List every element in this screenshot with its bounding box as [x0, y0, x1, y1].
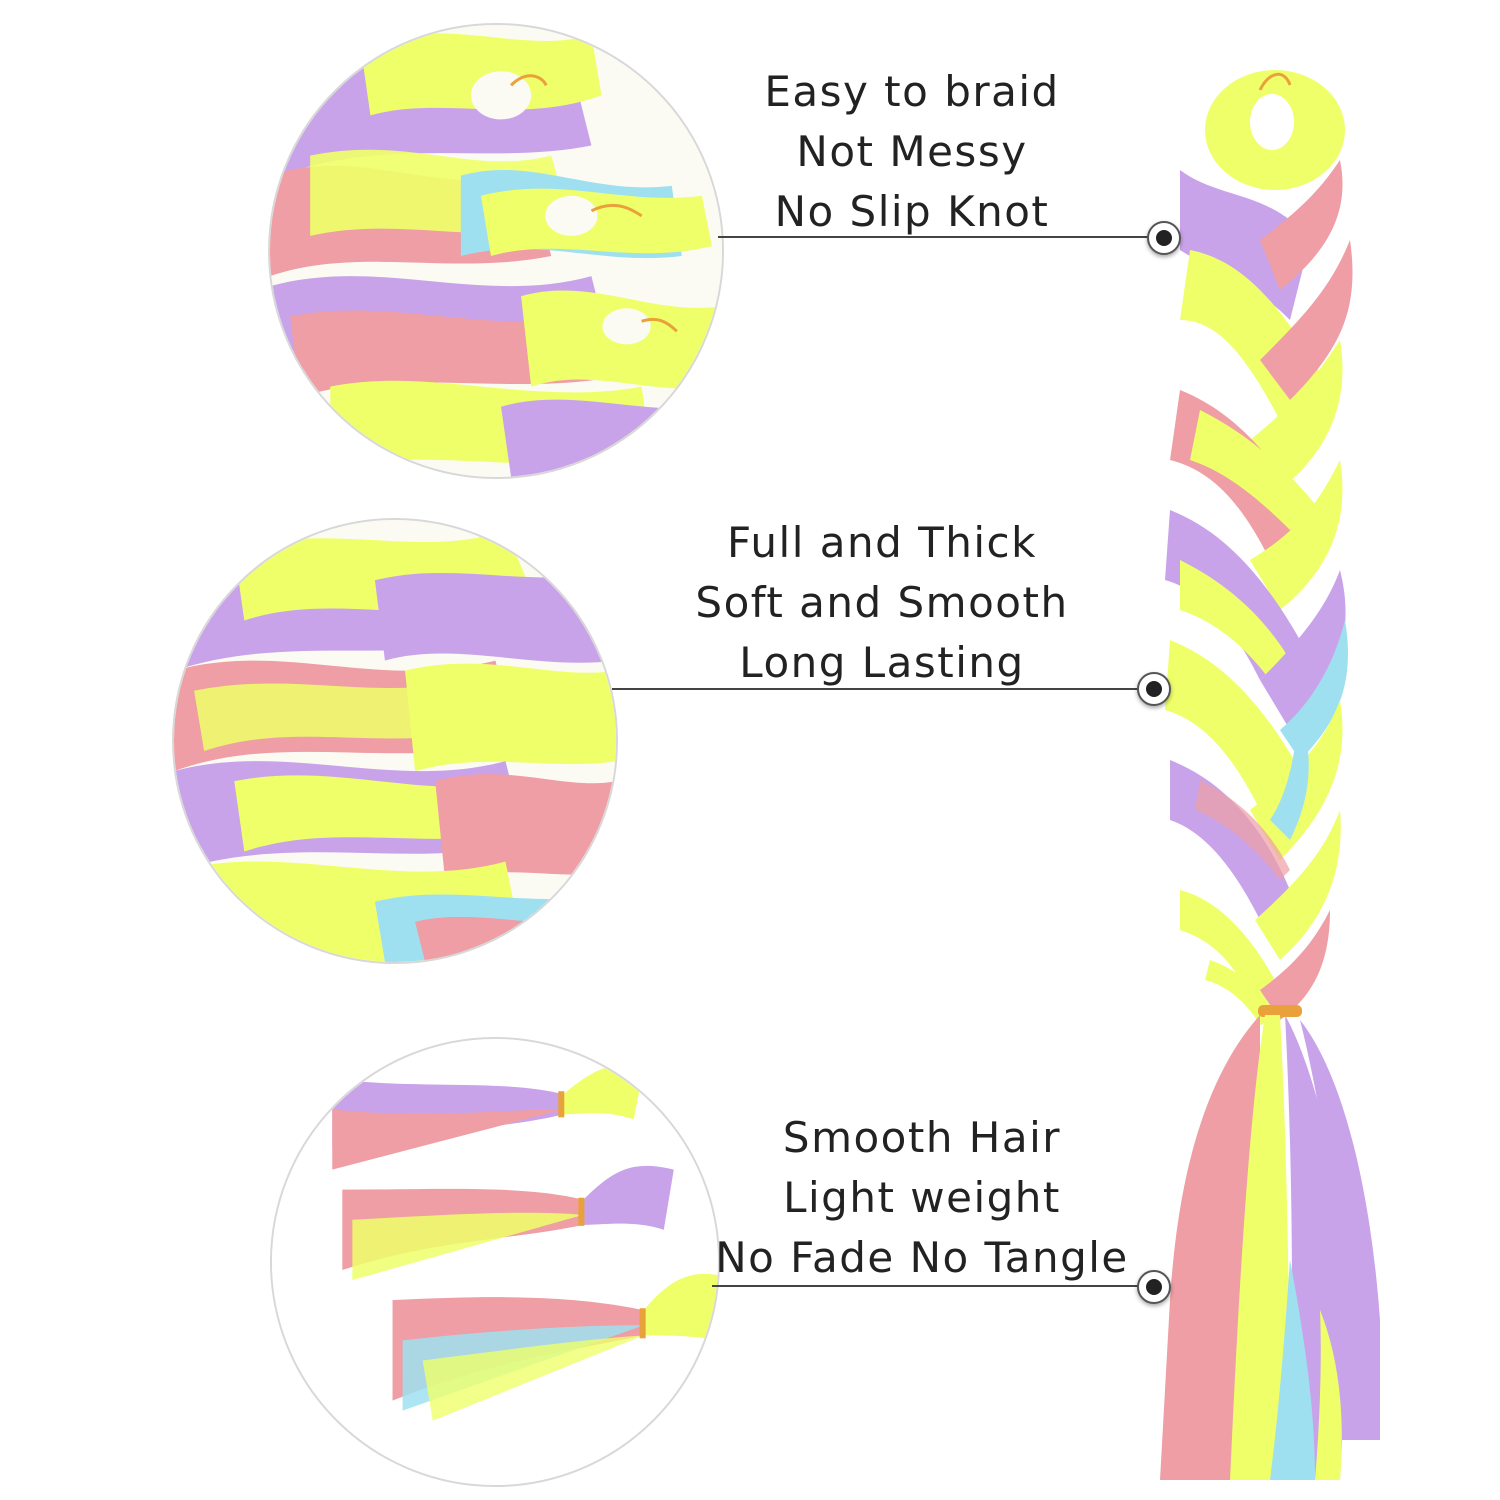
- feature-line: Light weight: [783, 1173, 1061, 1222]
- feature-line: Full and Thick: [727, 518, 1037, 567]
- feature-line: No Slip Knot: [774, 187, 1050, 236]
- feature-line: Easy to braid: [764, 67, 1060, 116]
- callout-line: [718, 236, 1158, 238]
- callout-dot: [1147, 221, 1181, 255]
- feature-line: Smooth Hair: [782, 1113, 1062, 1162]
- detail-circle-braid-texture: [172, 518, 618, 964]
- hair-ends-illustration: [272, 1039, 718, 1485]
- callout-dot: [1137, 1270, 1171, 1304]
- callout-line: [612, 688, 1152, 690]
- detail-circle-hair-ends: [270, 1037, 720, 1487]
- braid-tops-illustration: [270, 25, 722, 477]
- detail-circle-braid-tops: [268, 23, 724, 479]
- braid-texture-illustration: [174, 520, 616, 962]
- feature-line: Not Messy: [796, 127, 1028, 176]
- feature-line: Soft and Smooth: [695, 578, 1069, 627]
- main-braid-image: [1160, 70, 1380, 1480]
- feature-block-quality: Smooth Hair Light weight No Fade No Tang…: [712, 1108, 1132, 1288]
- feature-block-texture: Full and Thick Soft and Smooth Long Last…: [682, 513, 1082, 693]
- feature-line: No Fade No Tangle: [715, 1233, 1129, 1282]
- feature-block-braiding: Easy to braid Not Messy No Slip Knot: [722, 62, 1102, 242]
- callout-dot: [1137, 672, 1171, 706]
- callout-line: [712, 1285, 1152, 1287]
- feature-line: Long Lasting: [739, 638, 1025, 687]
